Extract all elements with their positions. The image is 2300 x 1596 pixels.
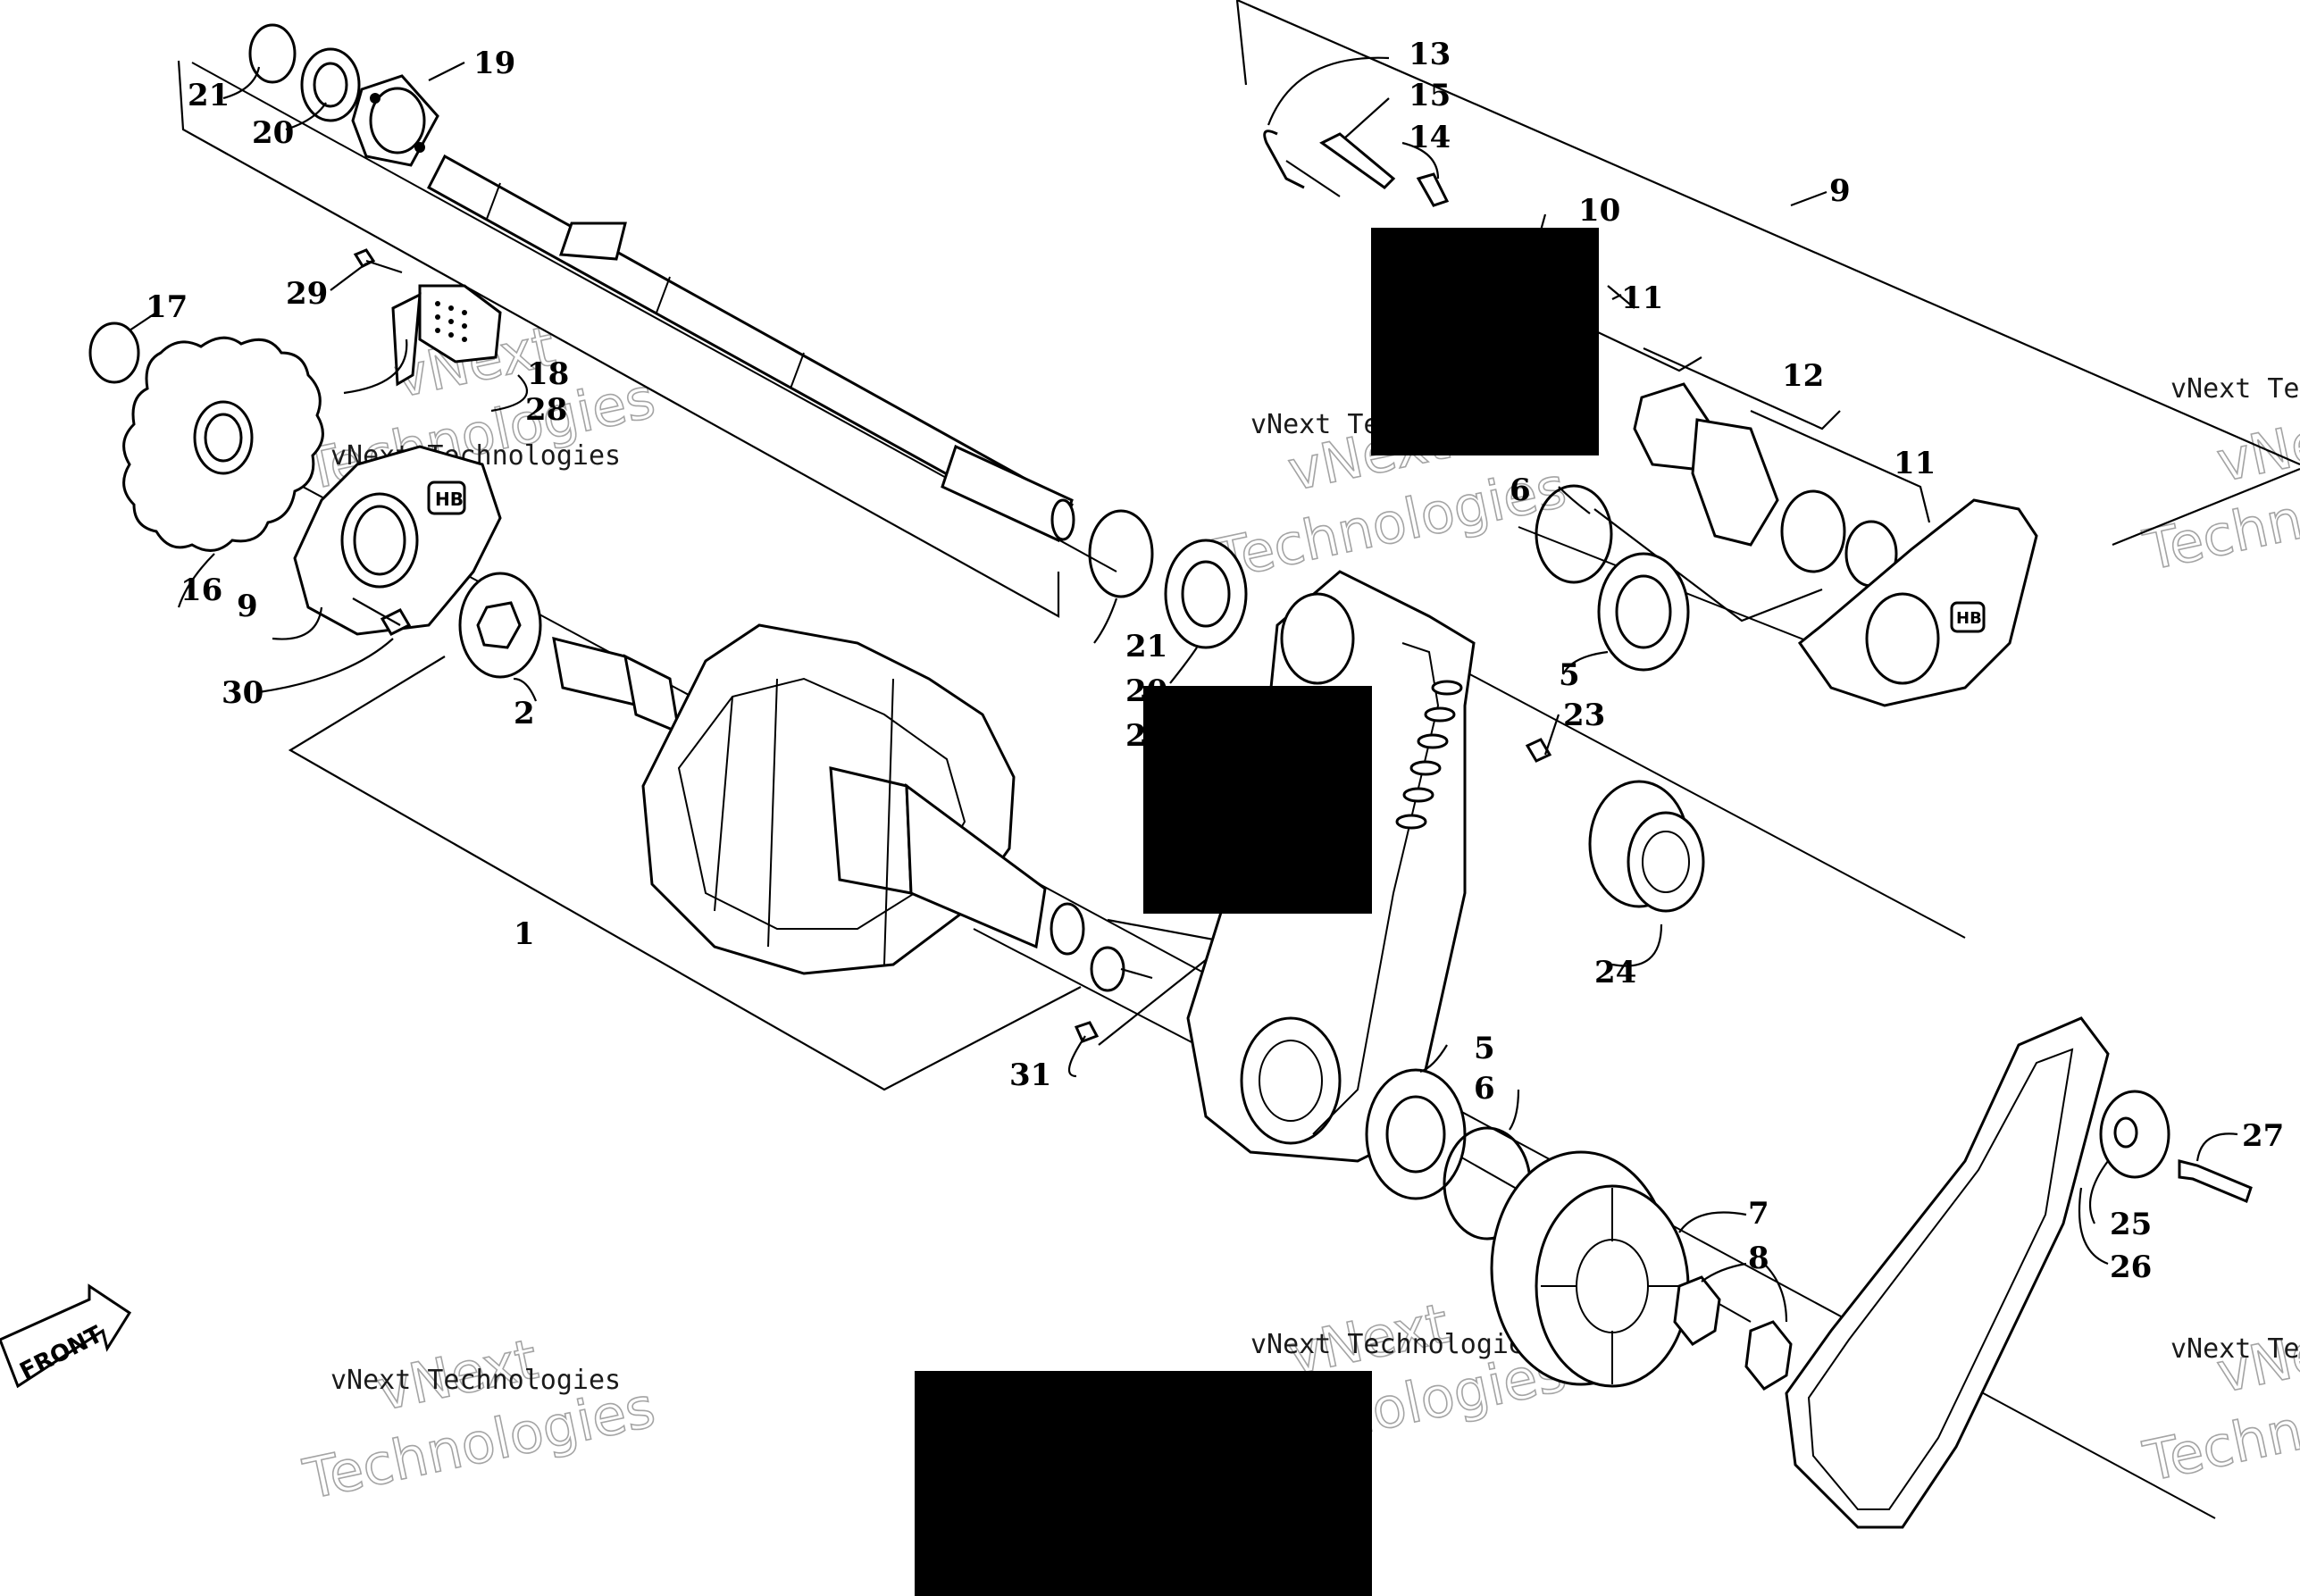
- drive-belt-26: [1785, 1016, 2110, 1529]
- brand-mark-hb: HB: [435, 489, 464, 510]
- callout-10: 10: [1578, 193, 1620, 229]
- callout-24: 24: [1594, 955, 1636, 990]
- snap-ring-21-mid: [1088, 509, 1154, 598]
- callout-27: 27: [2242, 1118, 2284, 1154]
- bearing-5-upper: [1597, 552, 1690, 672]
- callout-5-lower: 5: [1474, 1031, 1495, 1066]
- svg-text:vNext Technologies: vNext Technologies: [1250, 1329, 1541, 1360]
- brand-mark-hb-caliper: HB: [1956, 609, 1982, 628]
- callout-2: 2: [514, 696, 535, 731]
- bearing-20-mid: [1164, 539, 1248, 649]
- sprocket-7: [1490, 1150, 1690, 1388]
- bearing-5-lower: [1365, 1068, 1467, 1200]
- callout-14: 14: [1409, 120, 1451, 155]
- brake-pad-12: [1633, 382, 1779, 547]
- svg-text:vNext Technologies: vNext Technologies: [2170, 1333, 2300, 1365]
- callout-1: 1: [514, 916, 535, 952]
- callout-12: 12: [1782, 358, 1824, 394]
- callout-31: 31: [1009, 1057, 1051, 1093]
- callout-5-upper: 5: [1559, 657, 1580, 693]
- screw-31: [1074, 1021, 1100, 1043]
- callout-9-right: 9: [1829, 173, 1851, 209]
- assembly-brackets: [177, 0, 2300, 1091]
- bolt-27: [2178, 1159, 2253, 1204]
- hitch-pin-13: [1263, 130, 1341, 197]
- callout-9-left: 9: [237, 589, 258, 624]
- bearing-20-top: [300, 47, 361, 122]
- bearing-flange-19: [351, 74, 439, 167]
- callout-7: 7: [1748, 1196, 1769, 1232]
- leader-lines: [129, 56, 2238, 1323]
- seal-2: [458, 572, 542, 679]
- callout-16-visible: 16: [180, 572, 222, 608]
- redacted-regions: [915, 228, 1599, 1596]
- callout-13: 13: [1409, 37, 1451, 72]
- callout-8: 8: [1748, 1241, 1769, 1276]
- bearing-housing-left: HB: [293, 445, 502, 636]
- svg-text:vNext Technologies: vNext Technologies: [2170, 373, 2300, 405]
- callout-numbers: 1 2 5 5 6 6 7 8 9 9 10 11 11 12 13 14 15…: [146, 37, 2284, 1285]
- sensor-wheel-22: [1090, 946, 1153, 992]
- snap-ring-21-top: [248, 23, 297, 84]
- brake-caliper-right: HB: [1797, 498, 2038, 707]
- callout-18: 18: [527, 356, 569, 392]
- callout-6-upper: 6: [1510, 472, 1531, 508]
- svg-text:vNext Technologies: vNext Technologies: [330, 1365, 621, 1396]
- callout-22: 2: [1125, 718, 1147, 754]
- bolt-23: [1525, 738, 1552, 763]
- piston-11: [1780, 489, 1898, 588]
- callout-21-top: 21: [188, 78, 230, 113]
- axle-shaft: [427, 154, 1075, 543]
- bleeder-14: [1416, 172, 1450, 207]
- callout-29: 29: [286, 276, 328, 312]
- callout-6-lower: 6: [1474, 1071, 1495, 1107]
- callout-11-lower: 11: [1894, 446, 1936, 481]
- idler-sprocket-16: [122, 336, 324, 552]
- snap-ring-17: [88, 322, 140, 384]
- ring-6-upper: [1535, 484, 1613, 584]
- callout-17: 17: [146, 289, 188, 325]
- drive-sprocket-assembly: [552, 623, 1085, 975]
- front-direction-arrow: FRONT: [0, 1283, 132, 1389]
- bolt-30: [352, 597, 412, 636]
- callout-23: 23: [1563, 698, 1605, 733]
- tensioner-25: [2099, 1090, 2170, 1179]
- callout-19: 19: [473, 46, 515, 81]
- bolt-29: [353, 248, 403, 274]
- sprocket-24: [1588, 780, 1705, 913]
- callout-30: 30: [222, 675, 263, 711]
- callout-20-mid: 20: [1125, 673, 1167, 709]
- callout-28: 28: [525, 392, 567, 428]
- callout-15: 15: [1409, 78, 1451, 113]
- bolt-15: [1319, 132, 1396, 189]
- callout-21-mid: 21: [1125, 629, 1167, 664]
- callout-11-upper: 11: [1621, 280, 1663, 316]
- callout-25: 25: [2110, 1207, 2152, 1242]
- washers-8: [1673, 1275, 1793, 1391]
- callout-20-top: 20: [252, 115, 294, 151]
- callout-26: 26: [2110, 1249, 2152, 1285]
